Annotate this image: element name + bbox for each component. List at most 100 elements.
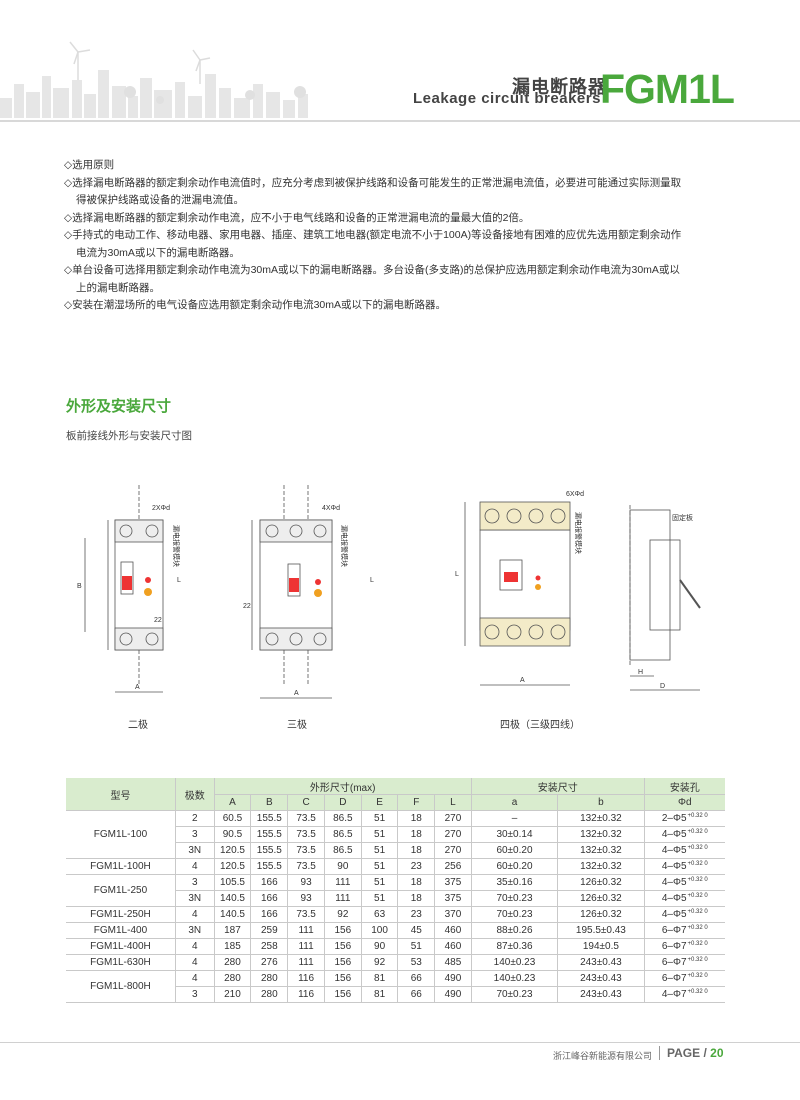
hole-tolerance: +0.32 0 [687, 989, 708, 995]
cell-c: 111 [287, 954, 325, 971]
cell-b: 243±0.43 [557, 986, 645, 1003]
th-col: a [471, 794, 559, 811]
dim-h-side: H [638, 669, 643, 676]
cell-l: 490 [434, 986, 472, 1003]
cell-d: 86.5 [324, 842, 362, 859]
cell-b: 166 [250, 890, 289, 907]
cell-hole: 4–Φ5+0.32 0 [644, 906, 725, 923]
principle-line: ◇选择漏电断路器的额定剩余动作电流值时，应充分考虑到被保护线路和设备可能发生的正… [64, 176, 682, 189]
hole-tolerance: +0.32 0 [687, 909, 708, 915]
cell-model: FGM1L-400 [66, 922, 176, 939]
module-label-3p: 漏电报警模块 [340, 525, 349, 567]
caption-4-pole: 四极（三级四线） [500, 720, 580, 731]
principle-line: ◇选择漏电断路器的额定剩余动作电流，应不小于电气线路和设备的正常泄漏电流的量最大… [64, 211, 530, 224]
hole-label-2p: 2XΦd [152, 505, 170, 512]
cell-e: 100 [361, 922, 399, 939]
cell-e: 81 [361, 970, 399, 987]
cell-model: FGM1L-250H [66, 906, 176, 923]
cell-poles: 3 [175, 826, 215, 843]
cell-c: 93 [287, 874, 325, 891]
cell-f: 45 [397, 922, 436, 939]
cell-b: 155.5 [250, 826, 289, 843]
hole-spec: 4–Φ5 [661, 861, 687, 872]
cell-b: 126±0.32 [557, 906, 645, 923]
dim-l-3p: L [370, 577, 374, 584]
cell-e: 90 [361, 938, 399, 955]
cell-hole: 2–Φ5+0.32 0 [644, 810, 725, 827]
cell-e: 51 [361, 842, 399, 859]
hole-tolerance: +0.32 0 [687, 941, 708, 947]
cell-b: 166 [250, 906, 289, 923]
header-model: FGM1L [600, 66, 735, 112]
drawing-side-view [629, 505, 701, 691]
cell-poles: 3N [175, 842, 215, 859]
table-subheader-row: A B C D E F L a b Φd [66, 794, 725, 811]
cell-a: 280 [214, 954, 252, 971]
cell-poles: 2 [175, 810, 215, 827]
cell-poles: 4 [175, 906, 215, 923]
header-title-cn: 漏电断路器 [512, 77, 607, 97]
cell-poles: 3N [175, 922, 215, 939]
cell-a: 140±0.23 [471, 970, 559, 987]
th-poles: 极数 [175, 778, 215, 811]
cell-l: 370 [434, 906, 472, 923]
cell-a: 60±0.20 [471, 858, 559, 875]
footer-page-label: PAGE / [667, 1046, 707, 1060]
cell-a: – [471, 810, 559, 827]
hole-tolerance: +0.32 0 [687, 893, 708, 899]
cell-poles: 3 [175, 986, 215, 1003]
cell-d: 111 [324, 874, 362, 891]
th-col: Φd [644, 794, 725, 811]
hole-spec: 4–Φ5 [661, 893, 687, 904]
cell-a: 210 [214, 986, 252, 1003]
cell-d: 90 [324, 858, 362, 875]
th-col: A [214, 794, 252, 811]
cell-model: FGM1L-250 [66, 874, 176, 907]
cell-hole: 4–Φ5+0.32 0 [644, 874, 725, 891]
cell-d: 111 [324, 890, 362, 907]
cell-b: 132±0.32 [557, 826, 645, 843]
module-label-2p: 漏电报警模块 [172, 525, 181, 567]
cell-d: 156 [324, 986, 362, 1003]
cell-model: FGM1L-630H [66, 954, 176, 971]
cell-a: 120.5 [214, 858, 252, 875]
cell-a: 140±0.23 [471, 954, 559, 971]
hole-spec: 6–Φ7 [661, 973, 687, 984]
dim-a-3p: A [294, 690, 299, 697]
header-divider [0, 120, 800, 122]
dim-22-3p: 22 [243, 603, 251, 610]
th-model: 型号 [66, 778, 176, 811]
cell-e: 51 [361, 858, 399, 875]
cell-hole: 6–Φ7+0.32 0 [644, 954, 725, 971]
hole-tolerance: +0.32 0 [687, 877, 708, 883]
cell-l: 270 [434, 810, 472, 827]
module-label-4p: 漏电报警模块 [574, 512, 583, 554]
hole-tolerance: +0.32 0 [687, 973, 708, 979]
cell-l: 375 [434, 890, 472, 907]
caption-3-pole: 三极 [287, 720, 307, 731]
cell-a: 60.5 [214, 810, 252, 827]
cell-a: 35±0.16 [471, 874, 559, 891]
dim-l-2p: L [177, 577, 181, 584]
cell-c: 73.5 [287, 810, 325, 827]
principle-line: ◇手持式的电动工作、移动电器、家用电器、插座、建筑工地电器(额定电流不小于100… [64, 229, 682, 241]
cell-d: 156 [324, 938, 362, 955]
cell-d: 156 [324, 922, 362, 939]
hole-spec: 6–Φ7 [661, 941, 687, 952]
cell-l: 375 [434, 874, 472, 891]
cell-b: 132±0.32 [557, 858, 645, 875]
th-col: F [397, 794, 436, 811]
cell-e: 81 [361, 986, 399, 1003]
hole-tolerance: +0.32 0 [687, 957, 708, 963]
city-skyline-graphic [0, 41, 308, 118]
cell-d: 92 [324, 906, 362, 923]
hole-label-4p: 6XΦd [566, 491, 584, 498]
caption-2-pole: 二极 [128, 720, 148, 731]
footer-separator [659, 1046, 660, 1060]
cell-f: 66 [397, 970, 436, 987]
